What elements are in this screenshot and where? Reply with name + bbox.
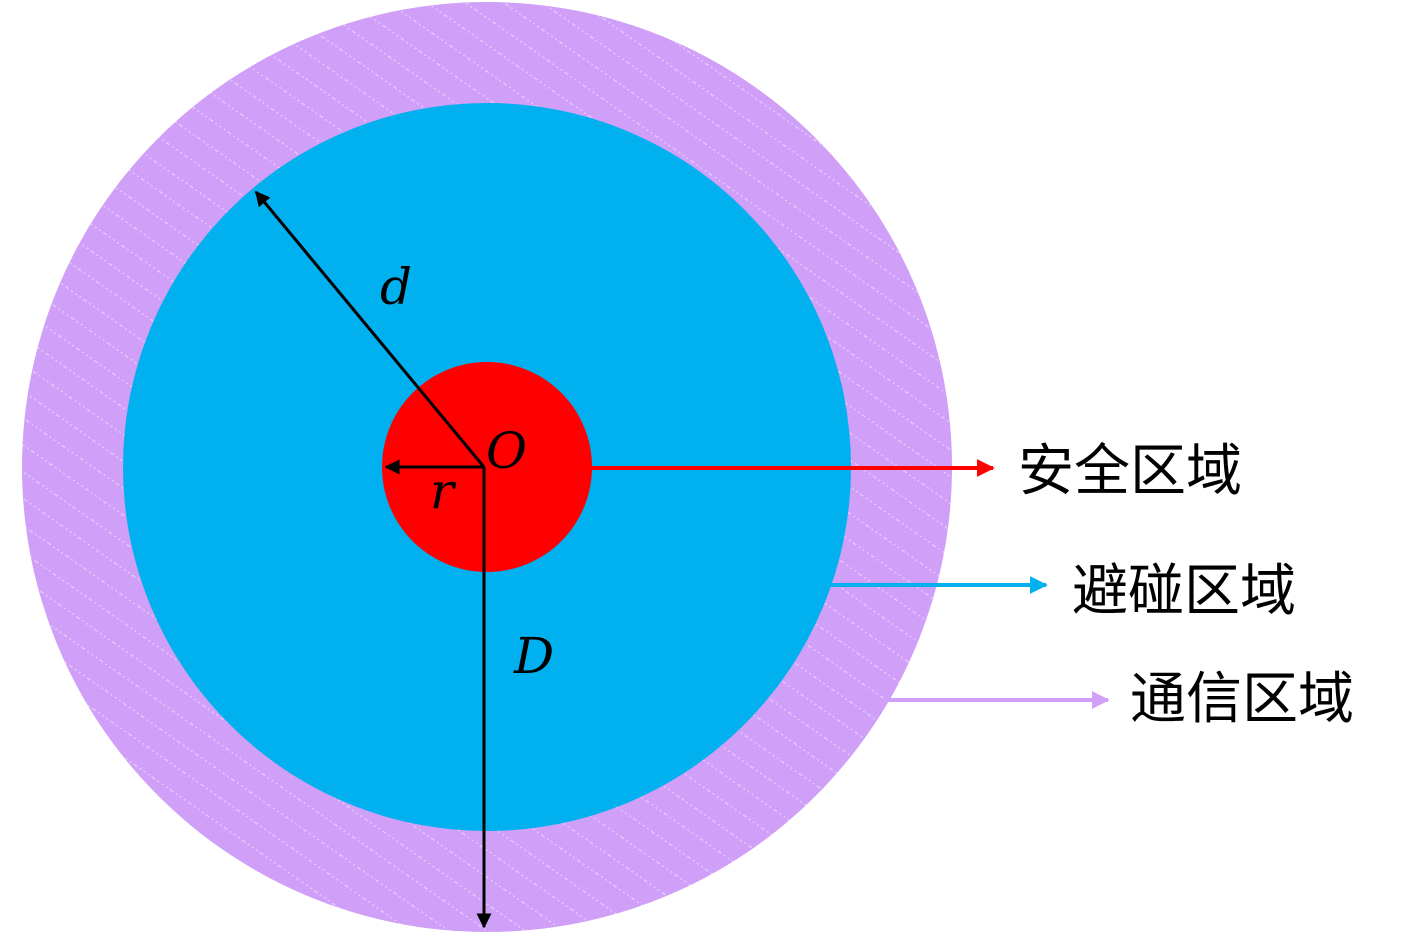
communication-zone-label: 通信区域: [1130, 667, 1354, 732]
center-label: O: [486, 422, 527, 480]
safety-zone-label: 安全区域: [1018, 439, 1242, 504]
avoidance-zone-label: 避碰区域: [1072, 559, 1296, 624]
safety-radius-label: r: [430, 462, 457, 520]
avoidance-radius-line: [254, 190, 486, 468]
safety-zone: [382, 362, 592, 572]
avoidance-radius-label: d: [380, 258, 412, 316]
communication-radius-label: D: [513, 627, 554, 685]
